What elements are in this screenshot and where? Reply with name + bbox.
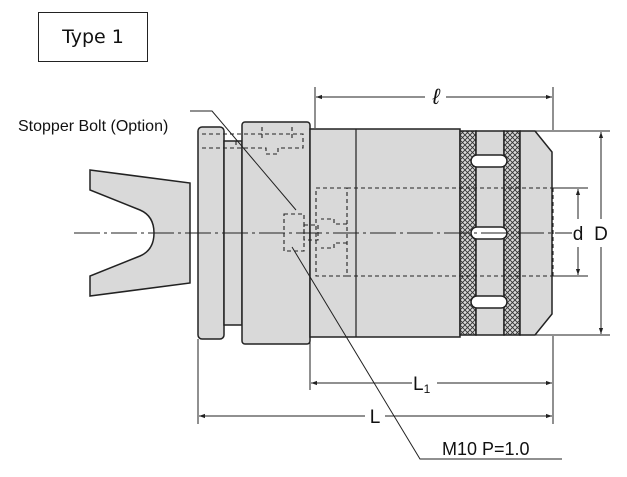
shank: [89, 169, 191, 297]
dim-L1-main: L: [413, 374, 424, 395]
dim-d-label: d: [573, 224, 584, 245]
slot-top: [470, 154, 508, 168]
slot-bottom: [470, 295, 508, 309]
dimension-lines: [199, 94, 604, 419]
dim-L1-label: L1: [413, 374, 431, 396]
thread-label: M10 P=1.0: [442, 439, 530, 459]
type-label-box: Type 1: [38, 12, 148, 62]
dim-ell-label: ℓ: [431, 84, 440, 109]
dim-L1-sub: 1: [424, 382, 431, 396]
type-label: Type 1: [62, 26, 124, 48]
leader-lines: [190, 110, 562, 460]
dim-D-label: D: [594, 224, 608, 245]
stopper-bolt-label: Stopper Bolt (Option): [18, 118, 168, 135]
dim-L-label: L: [370, 407, 381, 428]
extension-lines: [197, 87, 610, 424]
